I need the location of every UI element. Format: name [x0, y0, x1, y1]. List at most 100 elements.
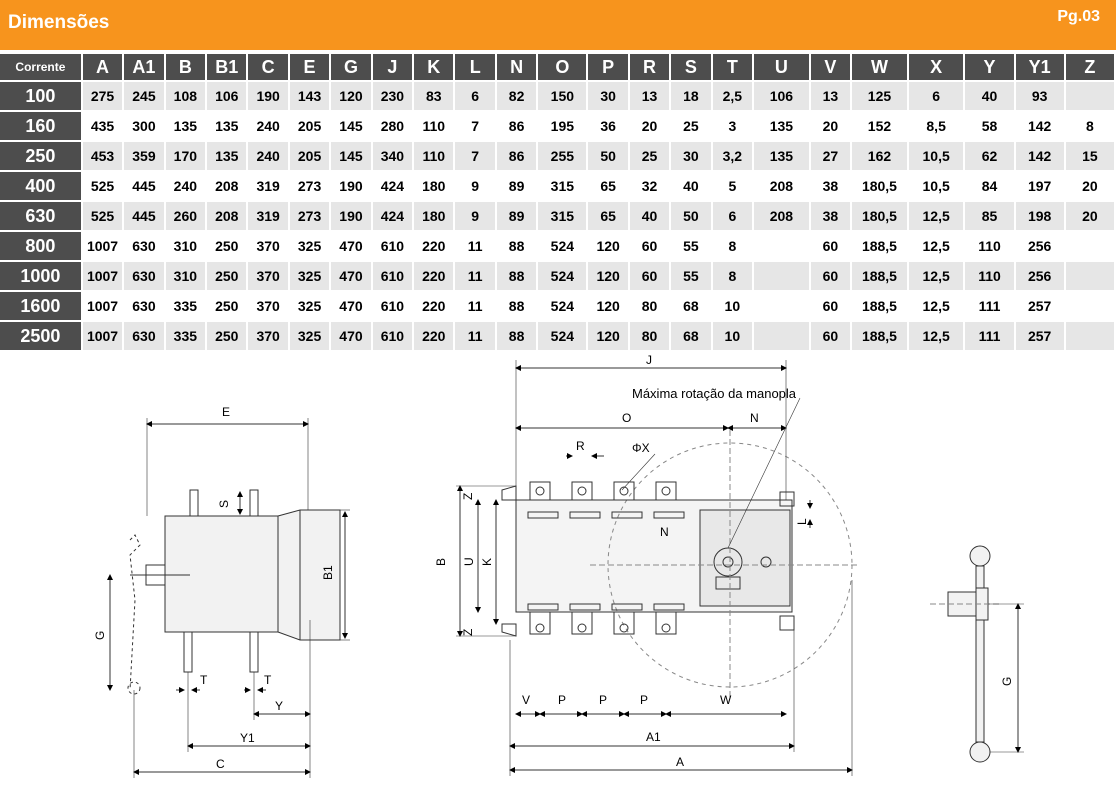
svg-text:W: W	[720, 693, 732, 707]
svg-text:T: T	[264, 673, 272, 687]
table-cell: 273	[289, 170, 332, 200]
table-cell: 40	[965, 80, 1016, 110]
table-cell: 120	[588, 320, 630, 350]
table-cell: 610	[372, 260, 415, 290]
table-cell: 110	[414, 140, 456, 170]
table-cell: 610	[372, 320, 415, 350]
table-cell: 20	[810, 110, 853, 140]
column-header: K	[414, 54, 456, 80]
table-cell: 208	[207, 200, 249, 230]
table-cell: 220	[414, 230, 456, 260]
svg-text:L: L	[795, 518, 809, 525]
table-cell: 8,5	[908, 110, 966, 140]
column-header: W	[852, 54, 909, 80]
table-cell: 30	[671, 140, 713, 170]
table-cell: 188,5	[852, 290, 909, 320]
row-current-label: 160	[0, 110, 83, 140]
table-cell: 106	[754, 80, 811, 110]
table-cell: 11	[455, 290, 497, 320]
table-cell: 55	[671, 260, 713, 290]
table-cell: 20	[1065, 200, 1116, 230]
table-cell: 445	[124, 200, 166, 230]
table-cell: 111	[965, 290, 1016, 320]
table-cell: 435	[82, 110, 125, 140]
table-cell: 610	[372, 290, 415, 320]
table-cell: 424	[372, 170, 415, 200]
table-cell: 220	[414, 320, 456, 350]
technical-drawings: E S B1 G T T Y Y1 C	[93, 353, 1024, 778]
svg-text:S: S	[217, 500, 231, 508]
table-cell: 6	[712, 200, 755, 230]
table-cell: 25	[671, 110, 713, 140]
table-cell: 55	[671, 230, 713, 260]
table-cell: 60	[810, 260, 853, 290]
table-cell: 142	[1015, 140, 1066, 170]
table-cell: 180	[414, 200, 456, 230]
table-cell	[1065, 320, 1116, 350]
table-cell: 335	[165, 320, 208, 350]
table-cell: 1007	[82, 320, 125, 350]
table-cell: 50	[588, 140, 630, 170]
svg-text:R: R	[576, 439, 585, 453]
table-cell: 82	[496, 80, 539, 110]
table-cell: 630	[124, 290, 166, 320]
table-cell: 106	[207, 80, 249, 110]
table-cell: 20	[1065, 170, 1116, 200]
table-cell: 12,5	[908, 230, 966, 260]
table-cell	[754, 320, 811, 350]
svg-text:N: N	[660, 525, 669, 539]
table-cell: 88	[496, 320, 539, 350]
table-cell: 27	[810, 140, 853, 170]
table-cell: 18	[671, 80, 713, 110]
table-cell: 10,5	[908, 140, 966, 170]
table-cell: 60	[810, 290, 853, 320]
table-cell: 8	[1065, 110, 1116, 140]
table-cell: 257	[1015, 290, 1066, 320]
table-cell: 220	[414, 290, 456, 320]
table-cell: 273	[289, 200, 332, 230]
table-cell	[1065, 290, 1116, 320]
table-cell: 197	[1015, 170, 1066, 200]
column-header: T	[712, 54, 755, 80]
table-cell: 120	[588, 260, 630, 290]
table-cell: 325	[289, 260, 332, 290]
table-cell: 310	[165, 230, 208, 260]
table-cell: 250	[207, 320, 249, 350]
svg-text:B1: B1	[321, 565, 335, 580]
table-cell: 84	[965, 170, 1016, 200]
table-cell: 220	[414, 260, 456, 290]
column-header: L	[455, 54, 497, 80]
table-cell: 135	[754, 110, 811, 140]
row-current-label: 400	[0, 170, 83, 200]
table-cell: 135	[207, 110, 249, 140]
table-cell: 12,5	[908, 320, 966, 350]
table-cell: 8	[712, 230, 755, 260]
table-cell: 275	[82, 80, 125, 110]
row-current-label: 100	[0, 80, 83, 110]
table-cell: 300	[124, 110, 166, 140]
table-cell: 370	[248, 260, 290, 290]
table-cell: 208	[754, 200, 811, 230]
table-cell: 325	[289, 320, 332, 350]
table-cell: 7	[455, 110, 497, 140]
svg-text:Z: Z	[461, 493, 475, 500]
svg-text:B: B	[434, 558, 448, 566]
table-cell: 13	[629, 80, 672, 110]
table-cell: 208	[754, 170, 811, 200]
table-cell: 7	[455, 140, 497, 170]
svg-text:P: P	[558, 693, 566, 707]
table-cell: 83	[414, 80, 456, 110]
svg-text:P: P	[640, 693, 648, 707]
table-cell: 260	[165, 200, 208, 230]
table-cell: 240	[248, 110, 290, 140]
svg-text:ΦX: ΦX	[632, 441, 650, 455]
row-current-label: 630	[0, 200, 83, 230]
table-cell: 525	[82, 170, 125, 200]
table-cell: 524	[538, 320, 589, 350]
table-cell: 86	[496, 140, 539, 170]
